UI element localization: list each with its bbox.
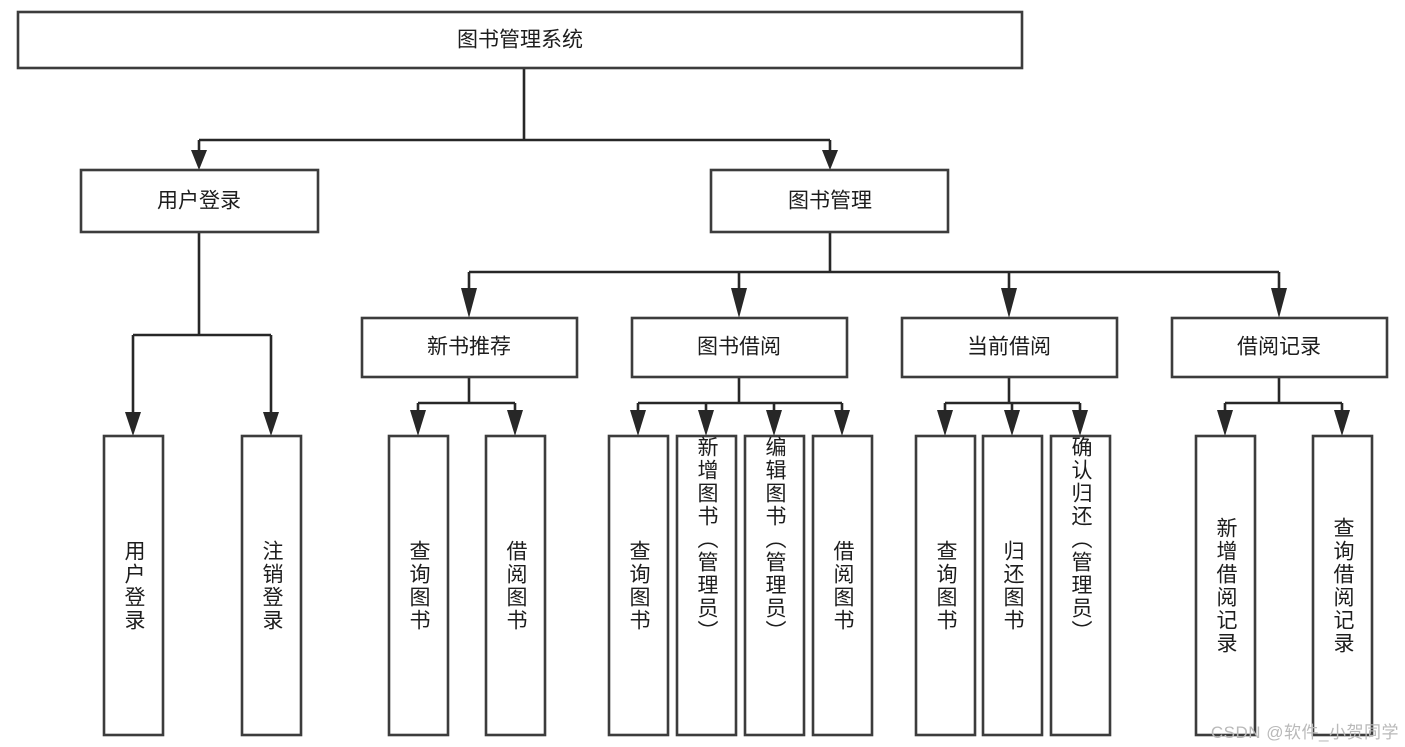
node-book-manage-label: 图书管理: [788, 190, 872, 213]
leaf-currentborrow-return-box[interactable]: [981, 434, 1044, 737]
node-user-login-label: 用户登录: [157, 190, 241, 213]
watermark-text: CSDN @软件_小贺同学: [1210, 723, 1399, 742]
node-root-label: 图书管理系统: [457, 29, 583, 52]
arrow-to-user-login: [191, 150, 207, 170]
node-book-manage-box[interactable]: [709, 168, 950, 234]
connector-layer: [125, 68, 1350, 436]
arrow-to-leaf-user-login: [125, 412, 141, 436]
arrow-bookborrow-leaf-3: [766, 410, 782, 436]
node-root-box[interactable]: [16, 10, 1024, 70]
leaf-newbook-query-box[interactable]: [387, 434, 450, 737]
leaf-borrowrecord-add-box[interactable]: [1194, 434, 1257, 737]
leaf-currentborrow-confirm-box[interactable]: [1049, 434, 1112, 737]
arrow-currentborrow-leaf-3: [1072, 410, 1088, 436]
arrow-bookborrow-leaf-1: [630, 410, 646, 436]
node-new-book-recommend-label: 新书推荐: [427, 336, 511, 359]
node-borrow-record-box[interactable]: [1170, 316, 1389, 379]
arrow-to-book-borrow: [731, 288, 747, 318]
leaf-borrowrecord-query-box[interactable]: [1311, 434, 1374, 737]
node-borrow-record-label: 借阅记录: [1237, 336, 1321, 359]
node-new-book-recommend-box[interactable]: [360, 316, 579, 379]
arrow-borrowrecord-leaf-1: [1217, 410, 1233, 436]
arrow-bookborrow-leaf-4: [834, 410, 850, 436]
leaf-newbook-borrow-box[interactable]: [484, 434, 547, 737]
arrow-to-leaf-logout: [263, 412, 279, 436]
leaf-bookborrow-query-box[interactable]: [607, 434, 670, 737]
node-user-login-box[interactable]: [79, 168, 320, 234]
leaf-currentborrow-query-box[interactable]: [914, 434, 977, 737]
leaf-user-login-box[interactable]: [102, 434, 165, 737]
node-current-borrow-box[interactable]: [900, 316, 1119, 379]
node-current-borrow-label: 当前借阅: [967, 336, 1051, 359]
arrow-borrowrecord-leaf-2: [1334, 410, 1350, 436]
arrow-to-current-borrow: [1001, 288, 1017, 318]
leaf-bookborrow-add-box[interactable]: [675, 434, 738, 737]
leaf-bookborrow-edit-box[interactable]: [743, 434, 806, 737]
node-book-borrow-label: 图书借阅: [697, 336, 781, 359]
arrow-to-book-manage: [822, 150, 838, 170]
node-layer: 图书管理系统 用户登录 图书管理 新书推荐 图书借阅 当前借阅 借阅记录: [16, 10, 1389, 737]
arrow-to-new-book: [461, 288, 477, 318]
arrow-to-borrow-record: [1271, 288, 1287, 318]
leaf-bookborrow-borrow-box[interactable]: [811, 434, 874, 737]
leaf-logout-box[interactable]: [240, 434, 303, 737]
arrow-newbook-leaf-1: [410, 410, 426, 436]
arrow-bookborrow-leaf-2: [698, 410, 714, 436]
node-book-borrow-box[interactable]: [630, 316, 849, 379]
arrow-currentborrow-leaf-2: [1004, 410, 1020, 436]
arrow-currentborrow-leaf-1: [937, 410, 953, 436]
arrow-newbook-leaf-2: [507, 410, 523, 436]
